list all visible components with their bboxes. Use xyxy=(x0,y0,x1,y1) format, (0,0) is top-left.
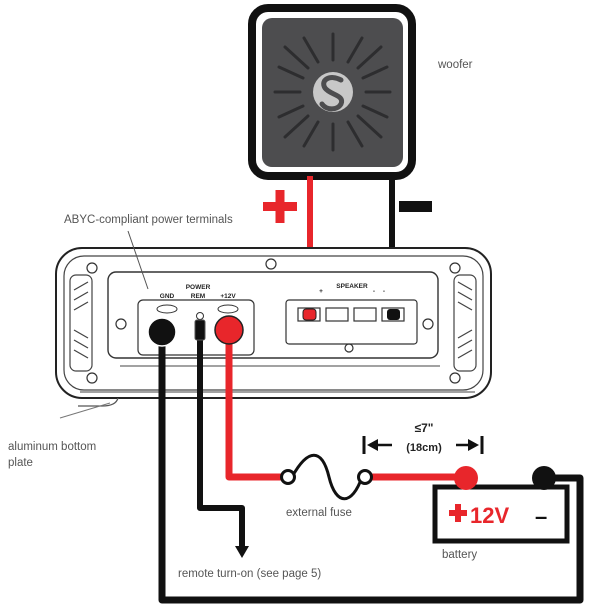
battery-label: battery xyxy=(442,549,477,561)
power-label: POWER xyxy=(186,284,211,291)
bottom-plate-label-line2: plate xyxy=(8,457,33,469)
arrow-down-icon xyxy=(235,546,249,558)
logo-s-icon xyxy=(313,72,353,112)
gnd-label: GND xyxy=(160,293,175,300)
terminals-leader xyxy=(127,230,149,290)
distance-label-line1: ≤7" xyxy=(415,421,434,435)
distance-label-line2: (18cm) xyxy=(406,442,442,454)
battery-plus-icon xyxy=(449,504,467,522)
external-fuse xyxy=(280,454,373,500)
minus-icon xyxy=(399,201,432,212)
bottom-plate-label-line1: aluminum bottom xyxy=(8,441,96,453)
plus12v-label: +12V xyxy=(220,293,236,300)
speaker-label: SPEAKER xyxy=(336,283,368,290)
woofer-cone-lines xyxy=(273,32,392,152)
plus12v-terminal xyxy=(214,315,244,345)
remote-wire xyxy=(197,320,245,548)
terminals-label: ABYC-compliant power terminals xyxy=(64,214,233,226)
distance-marker xyxy=(362,436,484,454)
speaker-plus-label: + xyxy=(319,288,323,295)
woofer-label: woofer xyxy=(437,59,473,71)
woofer xyxy=(248,4,416,180)
rem-label: REM xyxy=(191,293,205,300)
battery-positive-label: 12V xyxy=(470,503,509,528)
rem-terminal xyxy=(194,319,206,341)
battery-negative-label: – xyxy=(535,504,547,529)
battery: 12V – xyxy=(432,466,570,544)
speaker-minus-label: - xyxy=(373,288,375,295)
speaker-minus2-label: - xyxy=(383,288,385,295)
bottom-plate-leader xyxy=(59,402,111,419)
amplifier: POWER GND REM +12V SPEAKER + - - xyxy=(55,247,492,399)
gnd-terminal xyxy=(147,317,177,347)
arrow-left-icon xyxy=(367,439,378,451)
bottom-plate-pointer xyxy=(78,397,119,407)
arrow-right-icon xyxy=(468,439,479,451)
ground-wire xyxy=(158,328,584,604)
fuse-label: external fuse xyxy=(286,507,352,519)
plus-icon xyxy=(263,190,297,223)
power-wire-amp xyxy=(225,332,285,481)
remote-label: remote turn-on (see page 5) xyxy=(178,568,321,580)
